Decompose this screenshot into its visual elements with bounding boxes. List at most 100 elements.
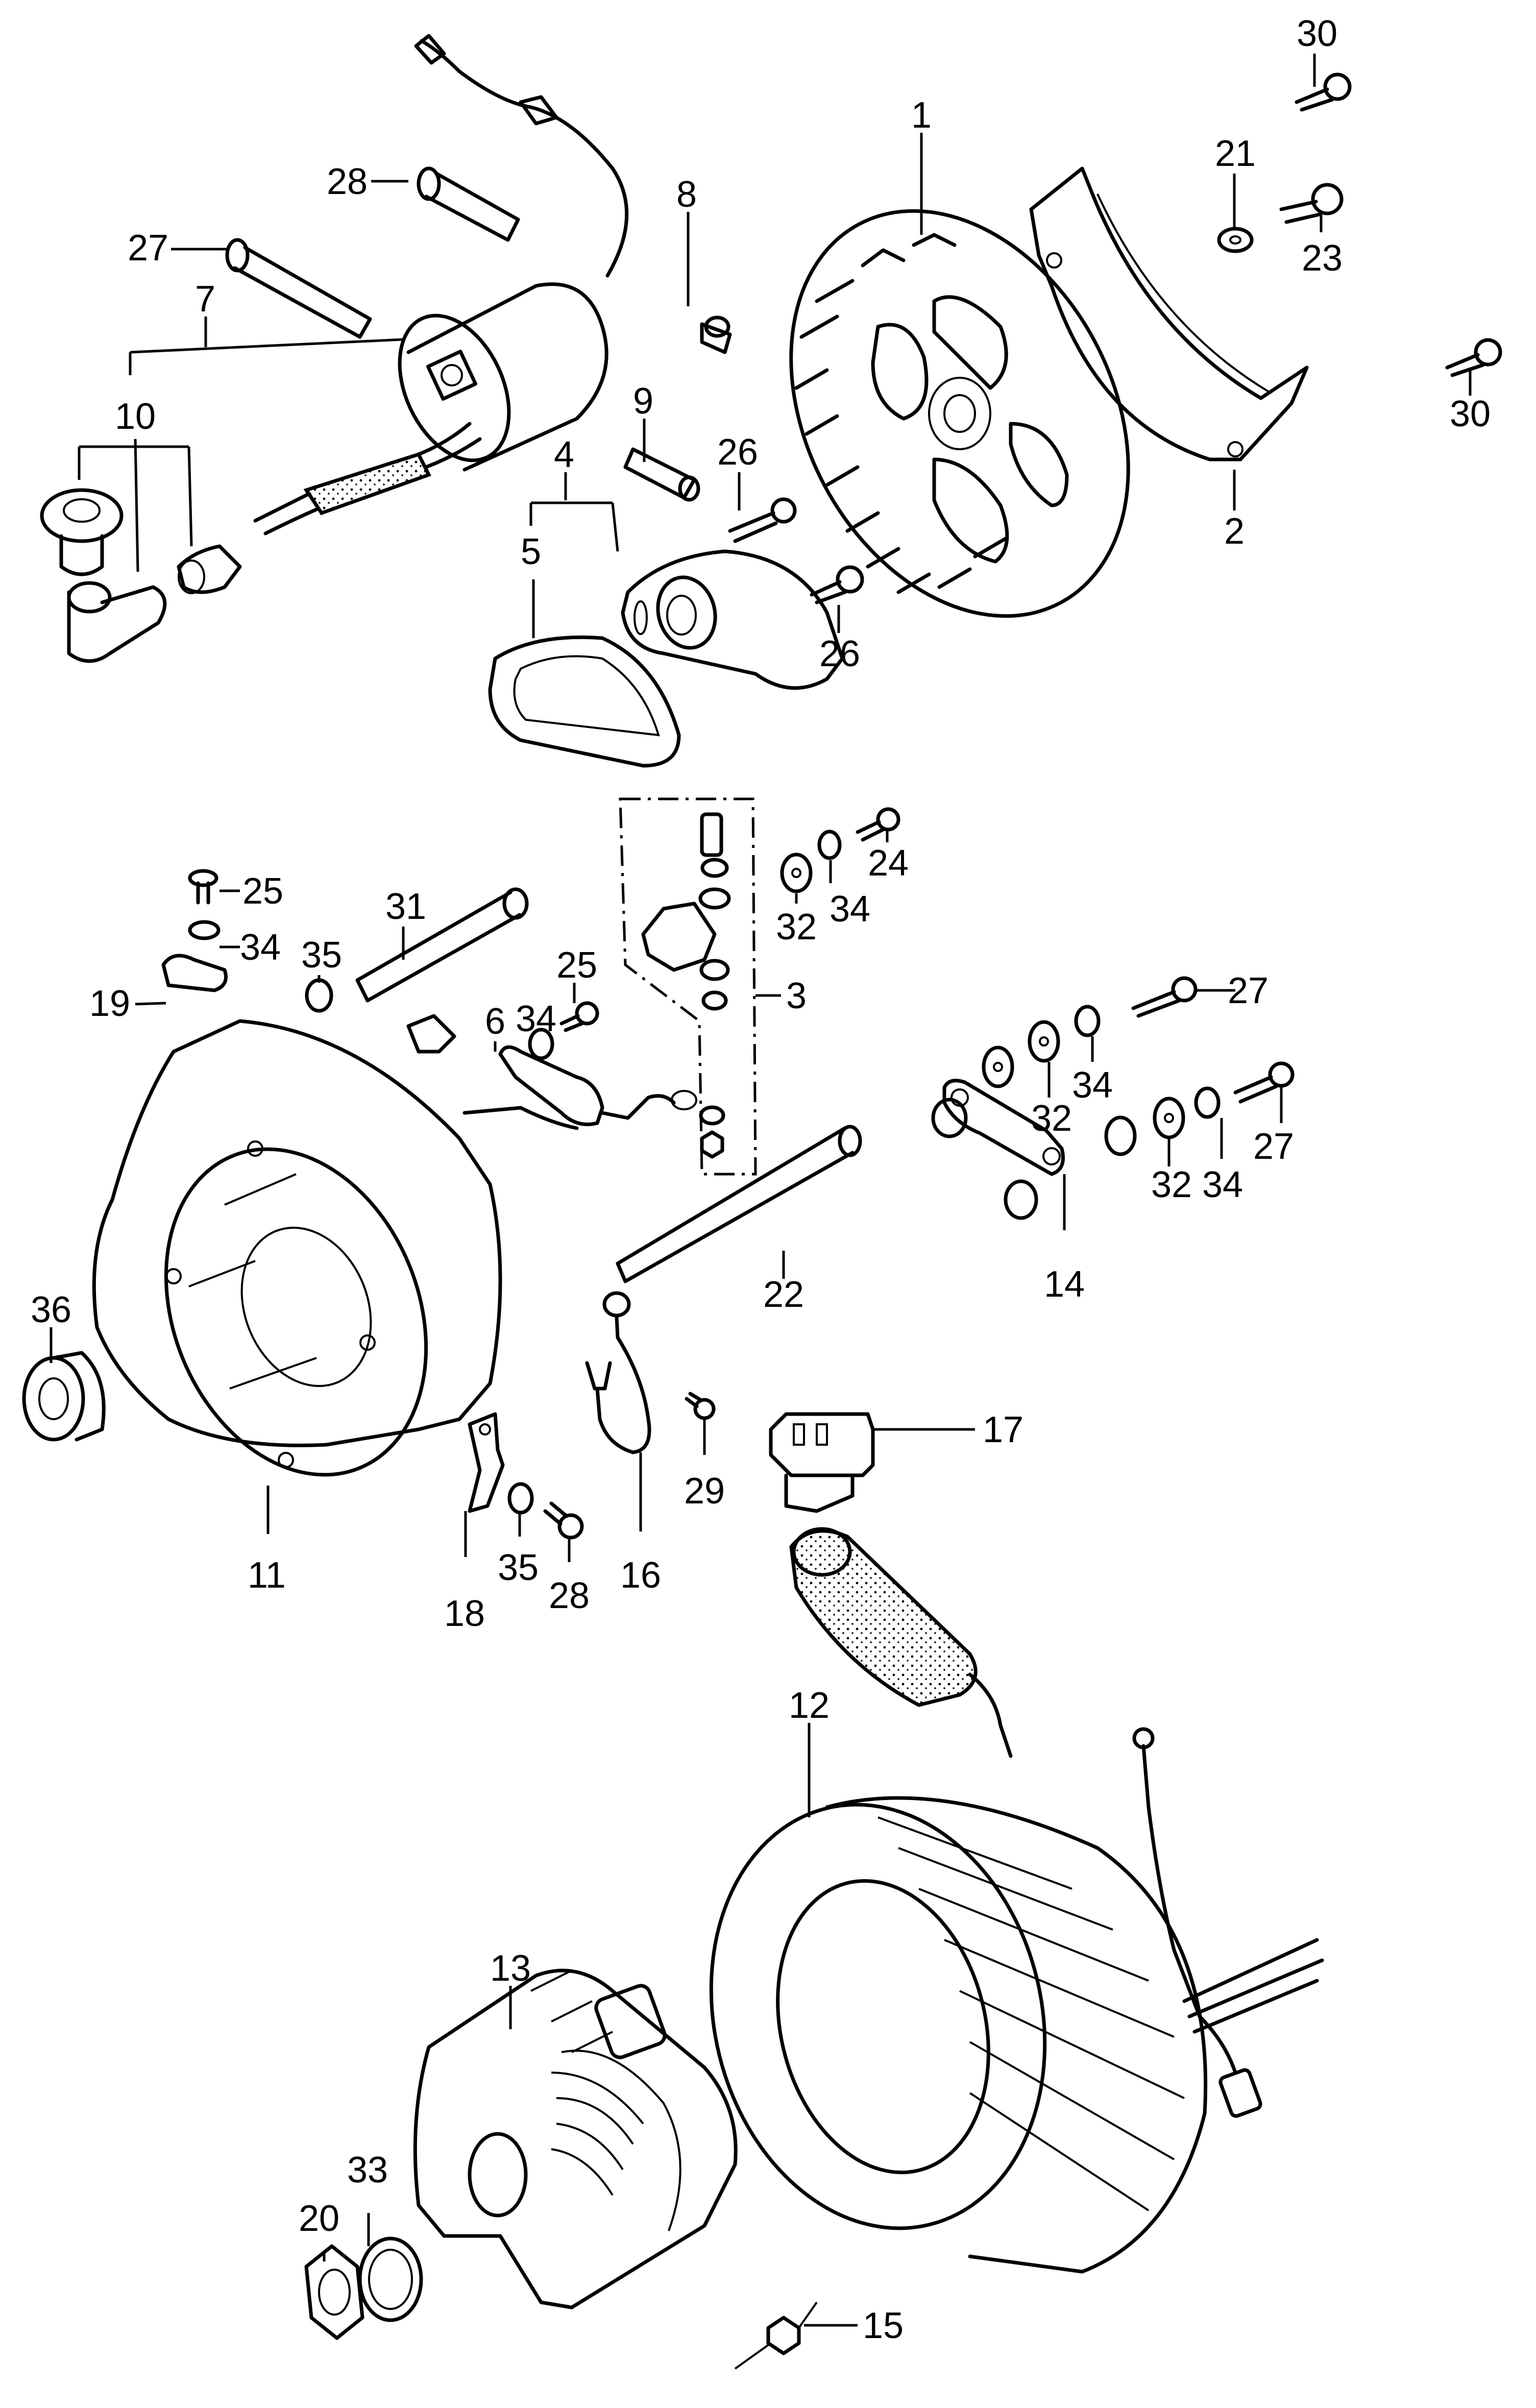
callout-32-b: 32 [1031,1098,1072,1139]
lock-washer-34-b [1074,1005,1101,1037]
callout-30-right: 30 [1450,394,1491,434]
screw-25-mid [559,1001,599,1032]
callout-7: 7 [195,279,215,320]
brush-holder [641,812,731,1159]
bolt-28-top [417,166,520,242]
washer-35-lower [507,1482,534,1515]
callout-10: 10 [115,396,156,437]
collar [700,315,732,354]
bolt-27-mid [1131,976,1198,1018]
callout-34-c: 34 [830,889,870,930]
callout-28-lower: 28 [549,1575,590,1616]
condenser [462,1045,697,1130]
callout-32-c: 32 [1151,1164,1192,1205]
callout-2: 2 [1224,511,1245,552]
bolt-26-lower [810,565,864,604]
leader-lines [50,54,1472,2327]
callout-9: 9 [633,381,653,422]
bolt-28-lower [543,1501,584,1540]
lead-sleeve [789,1527,1013,1758]
bolt-23 [1279,183,1344,224]
connector [769,1412,875,1513]
callout-13: 13 [490,1948,531,1989]
spark-plug-cap [40,488,242,663]
bolt-26-upper [728,497,797,543]
washer-plain-1 [982,1045,1014,1088]
callout-35-left: 35 [301,935,342,976]
bolt-27-top [225,238,372,339]
gasket [488,635,681,768]
screw-29 [685,1392,716,1420]
bearing-holder [621,549,844,690]
lock-washer-34-c [1194,1086,1221,1119]
washer-35-left [305,978,333,1013]
washer-plain-4 [1104,1115,1137,1156]
callout-24: 24 [868,843,909,884]
rear-cover [92,1019,502,1477]
nut-15 [734,2301,818,2370]
stator [709,1727,1324,2274]
callout-29: 29 [684,1471,725,1512]
rotor [413,1968,738,2309]
callout-34-b: 34 [1072,1065,1113,1106]
callout-6: 6 [485,1001,505,1042]
callout-25-left: 25 [242,871,283,912]
callout-34-mid: 34 [516,999,556,1039]
callout-4: 4 [554,434,574,475]
stud-bolt-31 [355,887,529,1003]
callout-27-lower: 27 [1253,1126,1294,1167]
callout-5: 5 [521,531,541,572]
callout-28-top: 28 [327,161,368,202]
washer-plain-3 [1004,1179,1038,1220]
lock-washer-34-left [188,920,221,940]
brush-holder-set-boundary [619,797,757,1176]
callout-21: 21 [1215,133,1256,174]
washer-plain-2 [931,1098,968,1138]
bolt-30-top [1295,72,1352,112]
callout-15: 15 [863,2305,904,2346]
nut-20 [304,2244,364,2340]
washer-32-c [1153,1097,1185,1139]
fan-cover [1029,166,1309,461]
callout-8: 8 [676,174,697,215]
bearing [22,1351,106,1442]
ignition-coil [253,34,629,536]
washer-21 [1217,227,1254,253]
callout-30-top: 30 [1297,13,1337,54]
callout-34-e: 34 [1202,1164,1243,1205]
callout-11: 11 [248,1555,286,1596]
washer-33 [358,2236,423,2322]
callout-16: 16 [620,1555,661,1596]
grommet [406,1014,456,1054]
washer-32-b [1028,1020,1060,1063]
callout-14: 14 [1044,1264,1085,1305]
ground-wire [585,1291,651,1454]
callout-22: 22 [763,1274,804,1315]
callout-31: 31 [385,886,426,927]
callout-32-a: 32 [776,907,817,947]
callout-36: 36 [31,1290,71,1330]
diode-stay [942,1079,1065,1176]
through-bolt [616,1125,862,1283]
callout-35-lower: 35 [498,1547,539,1588]
callout-23: 23 [1302,238,1343,279]
callout-20: 20 [299,2198,339,2239]
cord-clamp [161,954,228,992]
callout-12: 12 [789,1685,830,1726]
bolt-30-right [1445,338,1502,377]
callout-27-mid: 27 [1228,970,1269,1011]
bolt-27-lower [1233,1061,1295,1104]
flywheel [789,209,1130,618]
callout-34-left: 34 [240,927,281,968]
dowel-pin [623,447,700,502]
callout-33: 33 [347,2150,388,2191]
callout-26-lower: 26 [819,634,860,674]
callout-1: 1 [911,95,932,136]
washer-32-a [780,853,813,893]
callout-19: 19 [89,983,130,1024]
callout-25-mid: 25 [556,945,597,986]
clip [468,1412,505,1513]
callout-labels: 30 21 23 1 8 28 27 7 10 9 4 26 5 2 30 26… [31,13,1491,2346]
lock-washer-34-a [817,830,842,860]
